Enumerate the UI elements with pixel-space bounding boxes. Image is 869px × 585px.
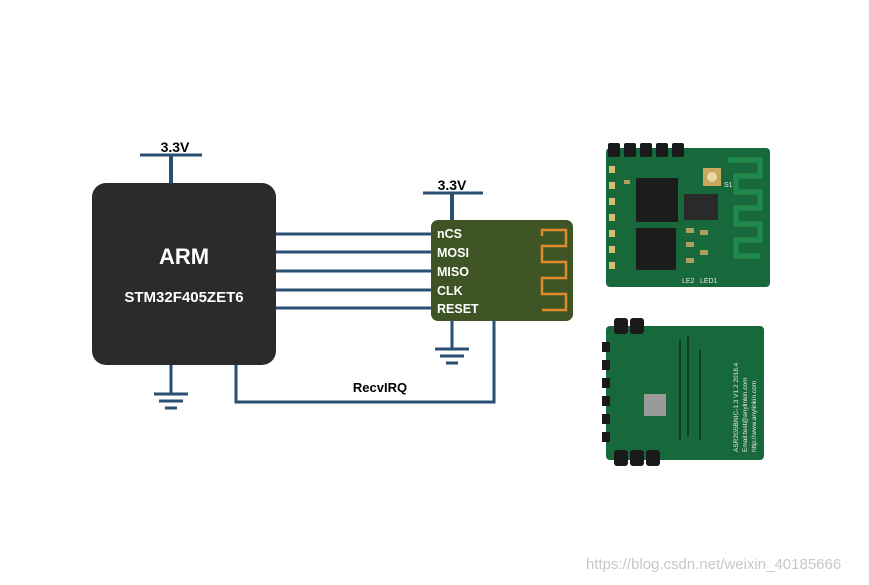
module-photo-bottom: ASR2G5BNIC-1.3 V1.2 2018.4 Email:test@an…: [602, 318, 764, 466]
mcu-power-label: 3.3V: [161, 139, 190, 155]
photo-top-label-s1: S1: [724, 182, 733, 189]
module-photo-top: S1 LE2 LED1: [606, 143, 770, 287]
header-pins-top-icon: [608, 143, 684, 157]
rf-module: nCS MOSI MISO CLK RESET: [431, 220, 573, 321]
module-power: 3.3V: [423, 177, 483, 221]
flash-chip-icon: [636, 228, 676, 270]
module-power-label: 3.3V: [438, 177, 467, 193]
watermark-url: https://blog.csdn.net/weixin_40185666: [586, 556, 842, 573]
pin-label-miso: MISO: [437, 265, 469, 279]
header-pins-bottom-icon: [614, 318, 660, 466]
spi-bus: [276, 232, 432, 310]
module-ground-icon: [435, 321, 469, 365]
irq-wire: RecvIRQ: [234, 319, 496, 404]
photo-top-label-le2: LE2: [682, 278, 695, 285]
mcu-name: ARM: [159, 244, 209, 269]
photo-bottom-text-email: Email:test@anylinkin.com: [742, 377, 749, 452]
mcu-part-number: STM32F405ZET6: [124, 289, 243, 306]
photo-bottom-text-url: http://www.anylinkin.com: [751, 381, 758, 452]
irq-label: RecvIRQ: [353, 380, 407, 395]
pin-label-mosi: MOSI: [437, 246, 469, 260]
pcb-antenna-icon: [540, 228, 568, 312]
mcu-power: 3.3V: [140, 139, 202, 183]
mcu-ground-icon: [154, 365, 188, 410]
rf-chip-icon: [636, 178, 678, 222]
module-pin-labels: nCS MOSI MISO CLK RESET: [437, 227, 479, 316]
pin-label-clk: CLK: [437, 284, 463, 298]
photo-top-label-led1: LED1: [700, 278, 718, 285]
mcu-chip: ARM STM32F405ZET6: [92, 183, 276, 365]
pin-label-reset: RESET: [437, 302, 479, 316]
pad-array-icon: [644, 394, 666, 416]
photo-bottom-text-model: ASR2G5BNIC-1.3 V1.2 2018.4: [733, 362, 740, 452]
pin-label-ncs: nCS: [437, 227, 462, 241]
